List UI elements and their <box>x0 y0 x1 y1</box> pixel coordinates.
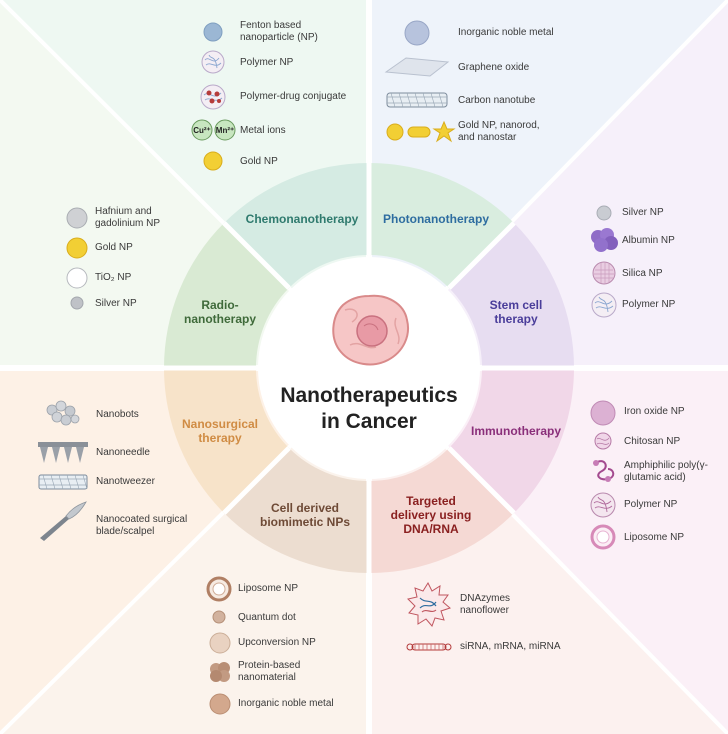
targeted-item-dnazyme: DNAzymes nanoflower <box>460 593 511 616</box>
cancer-cell-icon <box>332 294 409 366</box>
nanosurg-item-blade: Nanocoated surgical blade/scalpel <box>96 514 188 537</box>
protein-nanomaterial-icon <box>210 662 230 682</box>
segment-title-cell-derived: Cell derived biomimetic NPs <box>259 501 351 529</box>
inorganic-noble-metal-icon <box>209 693 231 715</box>
chemo-item-polymer-np: Polymer NP <box>240 57 294 68</box>
stem-item-albumin-np: Albumin NP <box>622 235 675 246</box>
svg-text:Cu²⁺: Cu²⁺ <box>193 126 211 135</box>
rna-strand-icon <box>406 643 452 651</box>
silver-np-icon <box>70 296 84 310</box>
svg-text:Mn²⁺: Mn²⁺ <box>216 126 234 135</box>
polymer-drug-conjugate-icon <box>200 84 226 110</box>
immuno-item-amphiphilic: Amphiphilic poly(γ- glutamic acid) <box>624 460 708 483</box>
iron-oxide-np-icon <box>590 400 616 426</box>
segment-title-targeted-delivery: Targeted delivery using DNA/RNA <box>390 494 472 536</box>
polymer-np-icon <box>201 50 225 74</box>
stem-item-silver-np: Silver NP <box>622 207 664 218</box>
segment-title-photonanotherapy: Photonanotherapy <box>382 212 489 226</box>
scalpel-icon <box>40 501 87 541</box>
cell-item-quantum-dot: Quantum dot <box>238 612 296 623</box>
amphiphilic-polymer-icon <box>593 460 615 482</box>
chemo-item-gold-np: Gold NP <box>240 156 278 167</box>
immuno-item-polymer-np: Polymer NP <box>624 499 678 510</box>
inorganic-noble-metal-icon <box>404 20 430 46</box>
tio2-np-icon <box>66 267 88 289</box>
center-title: Nanotherapeutics in Cancer <box>259 383 479 435</box>
graphene-oxide-icon <box>384 57 450 77</box>
nanotweezer-icon <box>38 474 88 490</box>
cell-item-liposome: Liposome NP <box>238 583 299 594</box>
radio-item-gold: Gold NP <box>95 242 133 253</box>
gold-np-icon <box>203 151 223 171</box>
immuno-item-liposome: Liposome NP <box>624 532 685 543</box>
polymer-np-icon <box>590 492 616 518</box>
chitosan-np-icon <box>594 432 612 450</box>
immuno-item-chitosan: Chitosan NP <box>624 436 681 447</box>
radio-item-tio2: TiO₂ NP <box>95 272 132 283</box>
silver-np-icon <box>596 205 612 221</box>
radio-item-hafnium: Hafnium and gadolinium NP <box>95 206 161 229</box>
nanosurg-item-nanoneedle: Nanoneedle <box>96 447 150 458</box>
liposome-np-icon <box>206 576 232 602</box>
targeted-item-rna: siRNA, mRNA, miRNA <box>460 641 561 652</box>
center-title-line1: Nanotherapeutics <box>280 384 458 407</box>
cell-item-protein: Protein-based nanomaterial <box>238 660 301 683</box>
center-disc <box>258 257 480 479</box>
photo-item-gold-shapes: Gold NP, nanorod, and nanostar <box>458 120 540 143</box>
stem-item-polymer-np: Polymer NP <box>622 299 676 310</box>
photo-item-graphene-oxide: Graphene oxide <box>458 62 530 73</box>
segment-title-nanosurgical: Nanosurgical therapy <box>181 417 259 445</box>
chemo-item-fenton: Fenton based nanoparticle (NP) <box>240 20 318 43</box>
metal-ions-icon: Cu²⁺ Mn²⁺ <box>191 119 236 141</box>
liposome-np-icon <box>590 524 616 550</box>
quantum-dot-icon <box>212 610 226 624</box>
silica-np-icon <box>592 261 616 285</box>
cell-item-upconversion: Upconversion NP <box>238 637 316 648</box>
segment-title-radio-nanotherapy: Radio- nanotherapy <box>183 298 256 326</box>
segment-title-chemonanotherapy: Chemonanotherapy <box>245 212 359 226</box>
segment-title-immunotherapy: Immunotherapy <box>470 424 561 438</box>
radio-item-silver: Silver NP <box>95 298 137 309</box>
immuno-item-iron-oxide: Iron oxide NP <box>624 406 685 417</box>
segment-title-stem-cell-therapy: Stem cell therapy <box>489 298 543 326</box>
nanobots-icon <box>46 400 80 426</box>
chemo-item-conjugate: Polymer-drug conjugate <box>240 91 347 102</box>
carbon-nanotube-icon <box>386 92 448 108</box>
albumin-np-icon <box>591 228 618 252</box>
photo-item-noble-metal: Inorganic noble metal <box>458 27 554 38</box>
dnazyme-nanoflower-icon <box>407 581 451 627</box>
polymer-np-icon <box>591 292 617 318</box>
stem-item-silica-np: Silica NP <box>622 268 663 279</box>
gold-np-icon <box>66 237 88 259</box>
chemo-item-metal-ions: Metal ions <box>240 125 286 136</box>
nanoneedle-icon <box>38 442 88 463</box>
nanosurg-item-nanobots: Nanobots <box>96 409 139 420</box>
photo-item-carbon-nanotube: Carbon nanotube <box>458 95 536 106</box>
cell-item-noble-metal: Inorganic noble metal <box>238 698 334 709</box>
nanosurg-item-nanotweezer: Nanotweezer <box>96 476 155 487</box>
gold-nanorod-nanostar-icon <box>386 120 456 143</box>
upconversion-np-icon <box>209 632 231 654</box>
fenton-np-icon <box>203 22 223 42</box>
center-title-line2: in Cancer <box>321 410 417 433</box>
hafnium-gadolinium-np-icon <box>66 207 88 229</box>
